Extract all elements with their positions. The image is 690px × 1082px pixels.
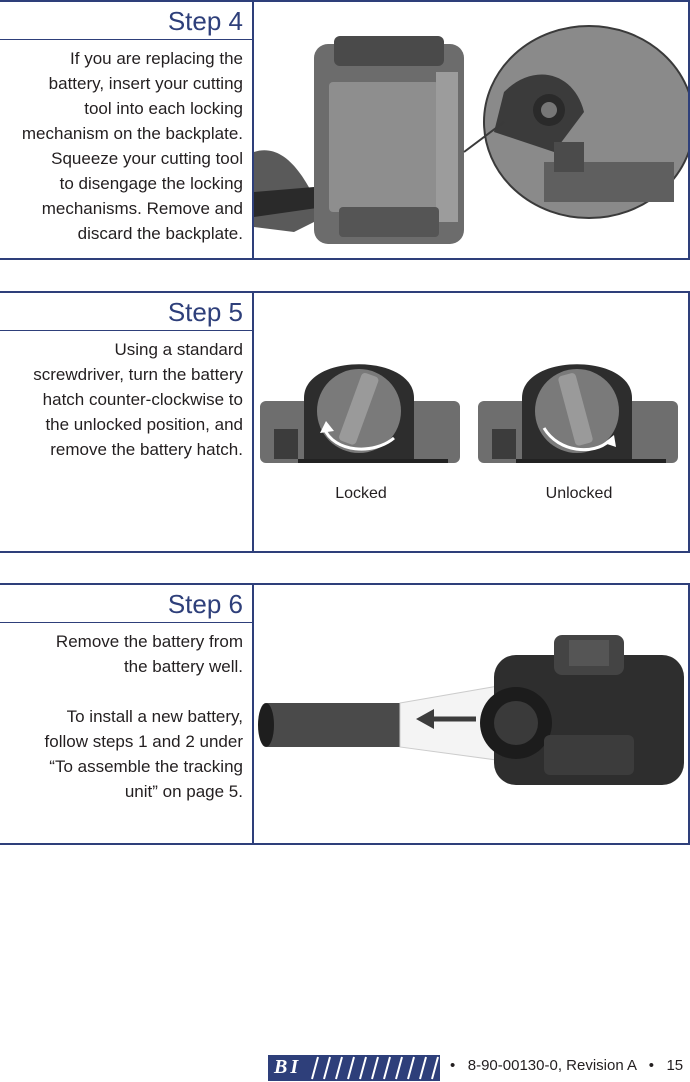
- page-footer: BI • 8-90-00130-0, Revision A • 15: [268, 1055, 690, 1081]
- right-border: [688, 2, 690, 258]
- step-5-section: Step 5 Using a standard screwdriver, tur…: [0, 291, 690, 553]
- unlocked-hatch-image: [478, 364, 678, 463]
- step-6-text-column: Step 6 Remove the battery from the batte…: [0, 585, 253, 843]
- step-4-title: Step 4: [0, 2, 253, 40]
- step-6-instructions: Remove the battery from the battery well…: [44, 632, 243, 801]
- step-4-instructions: If you are replacing the battery, insert…: [21, 49, 243, 243]
- column-divider: [252, 2, 254, 258]
- right-border: [688, 585, 690, 843]
- right-border: [688, 293, 690, 551]
- locked-hatch-image: [260, 364, 460, 463]
- battery-hatch-illustration: Locked Unlocked: [260, 364, 678, 502]
- column-divider: [252, 585, 254, 843]
- step-5-figure: Locked Unlocked: [254, 293, 688, 551]
- step-5-instructions: Using a standard screwdriver, turn the b…: [33, 340, 243, 459]
- step-5-title: Step 5: [0, 293, 253, 331]
- step-6-section: Step 6 Remove the battery from the batte…: [0, 583, 690, 845]
- logo-stripes: [311, 1056, 439, 1080]
- step-4-section: Step 4 If you are replacing the battery,…: [0, 0, 690, 260]
- bi-logo: BI: [268, 1055, 440, 1081]
- unlocked-label: Unlocked: [546, 485, 613, 502]
- document-number-and-page: • 8-90-00130-0, Revision A • 15: [450, 1057, 684, 1074]
- locked-label: Locked: [335, 485, 387, 502]
- backplate-removal-illustration: [254, 25, 688, 244]
- column-divider: [252, 293, 254, 551]
- step-4-figure: [254, 2, 688, 258]
- step-5-text-column: Step 5 Using a standard screwdriver, tur…: [0, 293, 253, 551]
- step-6-figure: [254, 585, 688, 843]
- step-4-text-column: Step 4 If you are replacing the battery,…: [0, 2, 253, 258]
- battery-removal-illustration: [258, 635, 684, 785]
- step-6-title: Step 6: [0, 585, 253, 623]
- logo-text: BI: [274, 1056, 302, 1078]
